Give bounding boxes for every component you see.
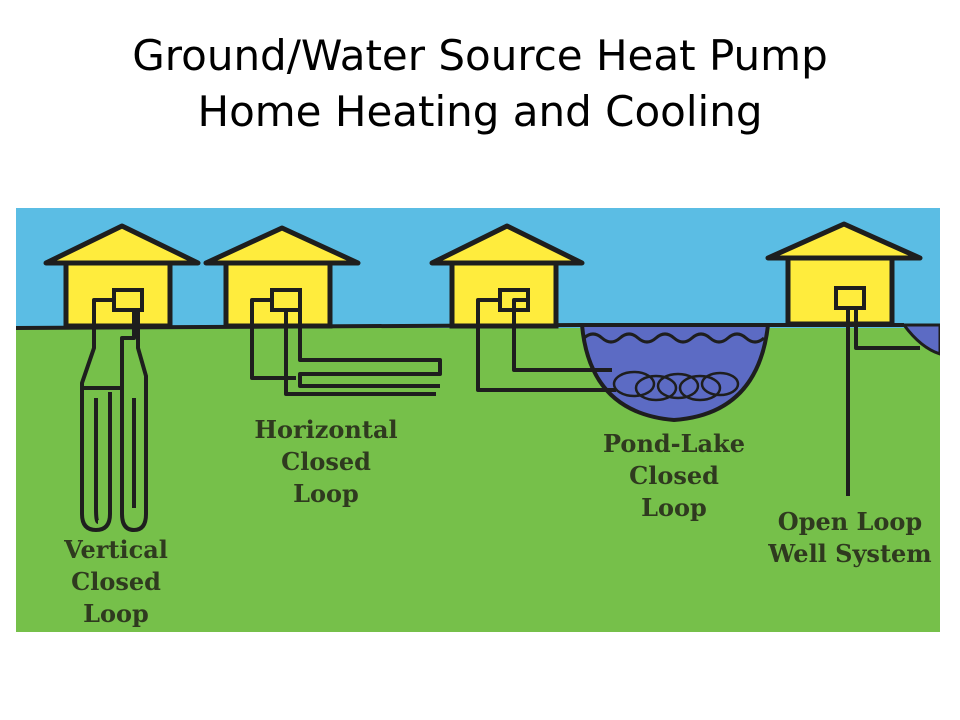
house-3 bbox=[429, 223, 585, 329]
label-horizontal-3: Loop bbox=[293, 479, 359, 508]
pond-small bbox=[901, 323, 940, 356]
pond-waves bbox=[583, 332, 765, 344]
label-horizontal: Horizontal Closed Loop bbox=[254, 415, 397, 508]
label-pond-3: Loop bbox=[641, 493, 707, 522]
label-horizontal-2: Closed bbox=[281, 447, 371, 476]
house-1 bbox=[43, 223, 201, 329]
label-vertical-3: Loop bbox=[83, 599, 149, 628]
label-vertical: Vertical Closed Loop bbox=[63, 535, 168, 628]
label-pond: Pond-Lake Closed Loop bbox=[603, 429, 745, 522]
vertical-loop-pipes bbox=[80, 298, 148, 532]
diagram-svg: Vertical Closed Loop Horizontal Closed L… bbox=[16, 208, 940, 632]
horizontal-loop-pipes bbox=[250, 298, 442, 396]
slide-title: Ground/Water Source Heat Pump Home Heati… bbox=[0, 28, 960, 140]
house-4 bbox=[765, 221, 923, 327]
label-open: Open Loop Well System bbox=[767, 507, 931, 568]
label-horizontal-1: Horizontal bbox=[254, 415, 397, 444]
label-pond-2: Closed bbox=[629, 461, 719, 490]
label-open-2: Well System bbox=[767, 539, 931, 568]
label-vertical-2: Closed bbox=[71, 567, 161, 596]
label-open-1: Open Loop bbox=[778, 507, 922, 536]
label-pond-1: Pond-Lake bbox=[603, 429, 745, 458]
pond-coil bbox=[612, 370, 740, 402]
title-line-1: Ground/Water Source Heat Pump bbox=[132, 31, 828, 80]
label-vertical-1: Vertical bbox=[63, 535, 168, 564]
open-loop-pipes bbox=[846, 308, 920, 496]
pond-loop-pipes bbox=[476, 298, 616, 392]
title-line-2: Home Heating and Cooling bbox=[197, 87, 763, 136]
heat-pump-diagram: Vertical Closed Loop Horizontal Closed L… bbox=[16, 208, 940, 632]
